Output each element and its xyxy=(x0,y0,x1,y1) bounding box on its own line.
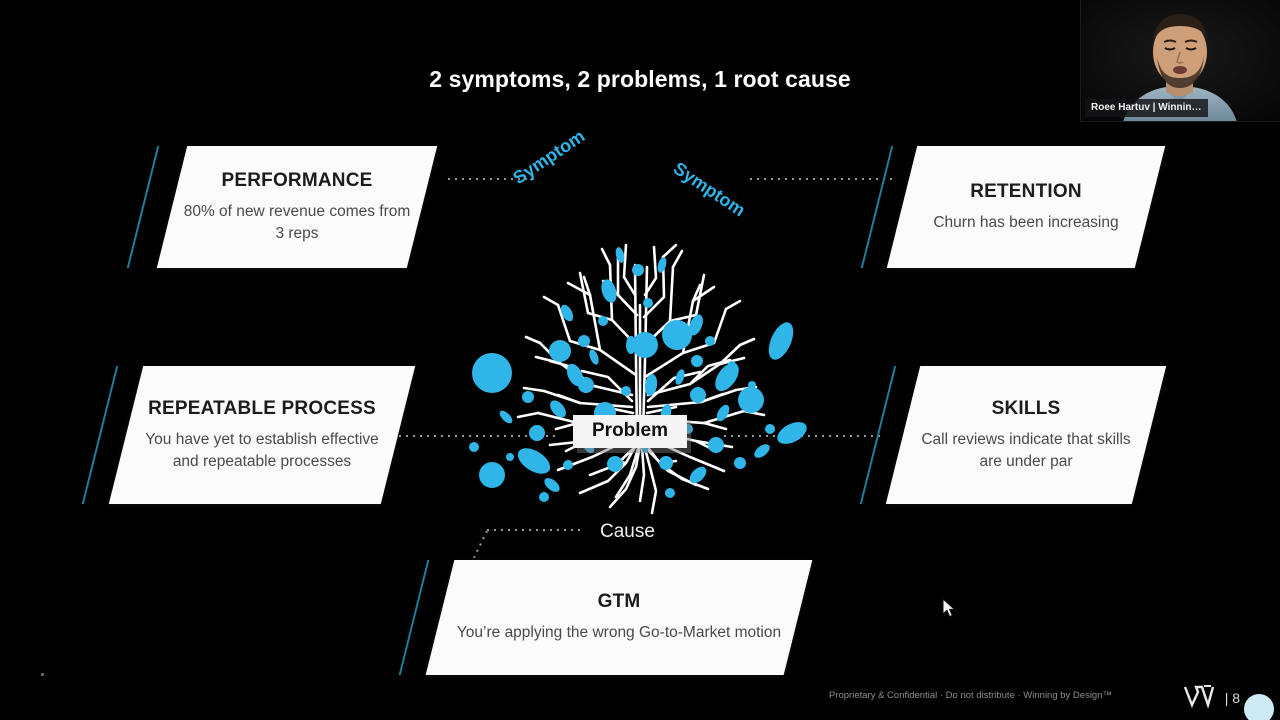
chat-bubble-avatar[interactable] xyxy=(1244,694,1274,720)
tree-illustration xyxy=(469,243,807,515)
connector-retention xyxy=(750,178,893,180)
accent-line-retention xyxy=(860,146,894,268)
card-retention[interactable]: RETENTION Churn has been increasing xyxy=(886,146,1166,268)
footer-confidentiality: Proprietary & Confidential · Do not dist… xyxy=(828,690,1112,701)
problem-label: Problem xyxy=(573,415,688,448)
webcam-participant-name: Roee Hartuv | Winnin… xyxy=(1085,99,1208,117)
card-skills-body: Call reviews indicate that skills are un… xyxy=(921,430,1131,470)
card-skills[interactable]: SKILLS Call reviews indicate that skills… xyxy=(885,366,1167,504)
card-gtm[interactable]: GTM You’re applying the wrong Go-to-Mark… xyxy=(425,560,813,675)
mouse-cursor xyxy=(942,598,956,618)
card-retention-body: Churn has been increasing xyxy=(933,213,1119,231)
stray-mark-left xyxy=(41,673,44,676)
connector-repeatable-process xyxy=(399,435,557,437)
w-logo-icon xyxy=(1183,685,1215,708)
footer-page-number: | 8 xyxy=(1224,690,1240,706)
card-skills-title: SKILLS xyxy=(991,397,1061,419)
card-retention-title: RETENTION xyxy=(970,180,1082,202)
slide-title: 2 symptoms, 2 problems, 1 root cause xyxy=(429,66,851,92)
accent-line-performance xyxy=(126,146,160,268)
connector-performance xyxy=(448,178,538,180)
card-performance-title: PERFORMANCE xyxy=(221,169,373,191)
connector-gtm-horizontal xyxy=(487,529,583,531)
webcam-pip[interactable]: Roee Hartuv | Winnin… xyxy=(1080,0,1280,122)
accent-line-gtm xyxy=(398,560,430,675)
card-performance[interactable]: PERFORMANCE 80% of new revenue comes fro… xyxy=(156,146,438,268)
card-repeatable-process-body: You have yet to establish effective and … xyxy=(145,430,379,470)
card-repeatable-process-title: REPEATABLE PROCESS xyxy=(148,397,376,419)
cause-label: Cause xyxy=(600,521,655,542)
card-gtm-body: You’re applying the wrong Go-to-Market m… xyxy=(456,624,782,641)
card-performance-body: 80% of new revenue comes from 3 reps xyxy=(183,202,411,242)
card-gtm-title: GTM xyxy=(597,591,641,612)
card-repeatable-process[interactable]: REPEATABLE PROCESS You have yet to estab… xyxy=(108,366,416,504)
